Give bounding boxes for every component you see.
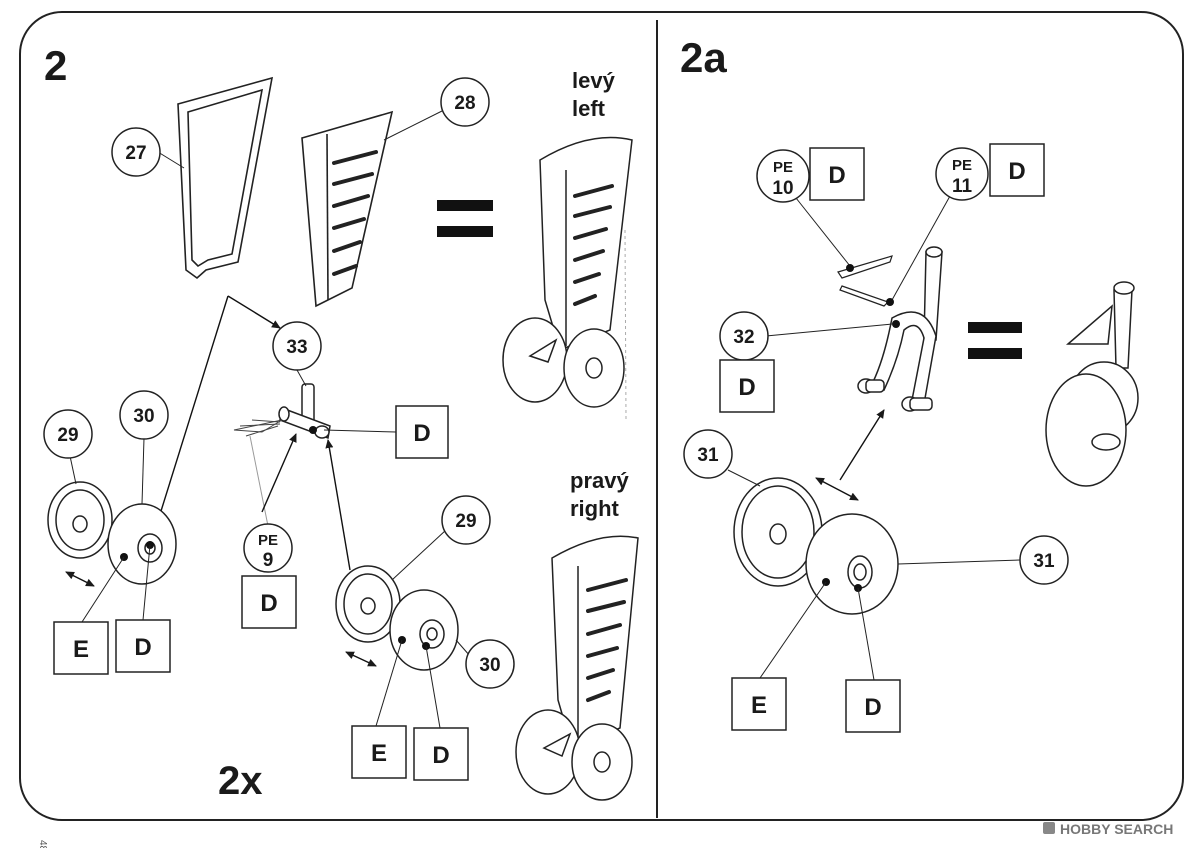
arrow-wheel-b [345,651,377,667]
arrow-fin-to-strut-head [227,295,281,329]
box-e-wheel-a: E [53,556,125,675]
svg-text:11: 11 [952,176,973,197]
callout-31-b: 31 [897,535,1069,585]
svg-text:D: D [828,162,845,189]
caption-right-en: right [570,496,620,521]
svg-text:E: E [371,740,387,767]
svg-text:29: 29 [455,511,476,532]
callout-32: 32 [719,311,893,361]
box-d-pe10: D [809,147,865,201]
svg-text:D: D [738,374,755,401]
panel-step-2: 2 27 28 levý left [43,42,639,803]
watermark-logo-box [1043,822,1055,834]
callout-29-a: 29 [43,409,93,485]
watermark-text: HOBBY SEARCH [1060,821,1173,837]
wheel-pair-31 [733,477,899,615]
box-e-wheel-31: E [731,581,827,731]
arrow-wheel-a [65,571,95,587]
caption-right-cz: pravý [570,468,629,493]
box-d-wheel-a: D [115,544,171,673]
svg-text:D: D [864,694,881,721]
panel-step-2a: 2a PE 10 D PE 11 D [680,34,1139,733]
svg-text:PE: PE [952,157,972,174]
callout-30-b: 30 [455,639,515,689]
assembled-left-fin [502,136,633,421]
part-33-strut [278,383,331,440]
wheel-set-a [47,481,177,585]
svg-text:31: 31 [697,445,719,466]
sheet-frame [19,11,1184,821]
callout-28: 28 [383,77,490,141]
svg-text:33: 33 [286,337,307,358]
glue-dot-pe10 [846,264,854,272]
callout-pe10: PE 10 [756,149,851,267]
equals-sign-right [968,322,1022,359]
box-e-wheel-b: E [351,639,407,779]
assembled-right-fin [515,535,639,801]
assembled-fork-wheel [1045,281,1139,487]
glue-dot-32 [892,320,900,328]
svg-text:D: D [432,742,449,769]
svg-text:27: 27 [125,143,146,164]
part-32-fork [857,246,943,412]
svg-text:10: 10 [772,178,793,199]
page-number: 48 [37,840,48,848]
glue-dot-pe11 [886,298,894,306]
part-27-frame [177,76,274,280]
arrow-pe9 [261,433,297,513]
callout-30-a: 30 [119,390,169,505]
arrow-wheel-to-axle [325,439,351,571]
svg-text:30: 30 [479,655,500,676]
svg-text:29: 29 [57,425,78,446]
svg-text:D: D [1008,158,1025,185]
svg-text:D: D [413,420,430,447]
box-d-pe11: D [989,143,1045,197]
box-d-wheel-b: D [413,645,469,781]
callout-27: 27 [111,127,185,177]
callout-pe9: PE 9 [243,435,293,573]
step-number-2: 2 [44,42,67,89]
box-d-pe9: D [241,575,297,629]
svg-text:32: 32 [733,327,754,348]
part-28-fin-half [301,110,394,308]
callout-pe11: PE 11 [891,147,989,301]
arrow-fin-to-strut [151,295,229,541]
svg-text:9: 9 [263,550,274,571]
part-pe9-etch [233,419,283,437]
step-number-2a: 2a [680,34,727,81]
glue-dot-33 [309,426,317,434]
box-d-32: D [719,359,775,413]
svg-text:PE: PE [258,532,278,549]
wheel-set-b [335,565,459,671]
svg-text:PE: PE [773,159,793,176]
equals-sign-left [437,200,493,237]
svg-text:D: D [134,634,151,661]
svg-text:31: 31 [1033,551,1055,572]
part-pe10-pe11-strips [837,255,893,307]
callout-31-a: 31 [683,429,761,487]
svg-text:D: D [260,590,277,617]
box-d-wheel-31: D [845,587,901,733]
arrow-wheel-31 [815,477,859,501]
multiplier-2x: 2x [218,759,263,803]
callout-33: 33 [272,321,322,387]
svg-text:30: 30 [133,406,154,427]
svg-text:E: E [73,636,89,663]
arrow-wheel-to-fork [839,409,885,481]
caption-left-en: left [572,96,606,121]
svg-text:E: E [751,692,767,719]
box-d-axle: D [323,405,449,459]
caption-left-cz: levý [572,68,616,93]
svg-text:28: 28 [454,93,475,114]
callout-29-b: 29 [391,495,491,581]
